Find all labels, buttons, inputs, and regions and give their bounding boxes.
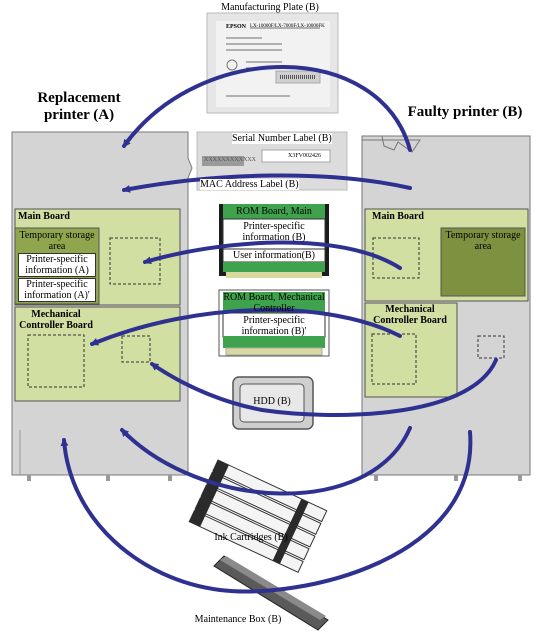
serial-code: X3FV002426 [288,153,322,159]
arrow-hdd [150,358,498,417]
arrow-ink [120,426,412,496]
replacement-mech-board-label: Mechanical Controller Board [19,309,93,331]
ink-cartridges [188,459,328,574]
arrow-rom-mech [90,307,402,346]
faulty-main-dashed-chip [372,237,420,279]
replacement-main-board-label: Main Board [18,211,70,222]
plate-brand: EPSON [226,24,247,30]
replacement-info-a: Printer-specific information (A) [18,253,96,277]
arrow-maintenance [60,430,473,594]
replacement-info-a-prime: Printer-specific information (A)' [18,278,96,302]
rom-mech-info: Printer-specific information (B)' [241,315,307,337]
faulty-mech-board-label: Mechanical Controller Board [373,304,447,326]
ink-cartridges-label: Ink Cartridges (B) [214,532,288,543]
rom-main-info: Printer-specific information (B) [242,221,306,243]
rom-board-mechanical [218,289,330,357]
replacement-temp-storage-label: Temporary storage area [19,230,95,252]
arrow-plate [122,65,412,152]
serial-number-label: Serial Number Label (B) [232,133,332,144]
mac-code: XXXXXXXXXXXX [204,157,256,163]
faulty-temp-storage-label: Temporary storage area [445,230,521,252]
rom-main-user-info: User information(B) [233,250,315,261]
manufacturing-plate-photo [206,12,339,114]
replacement-printer-title: Replacement printer (A) [37,90,121,123]
rom-main-title: ROM Board, Main [236,206,312,217]
replacement-mech-dashed-chip [27,334,85,388]
hdd-label: HDD (B) [253,396,291,407]
plate-model: LX-10000F/LX-7000F/LX-10000FK [250,24,325,29]
manufacturing-plate-label: Manufacturing Plate (B) [221,2,319,13]
arrow-label [122,173,412,193]
maintenance-box [213,555,329,631]
faulty-main-board-label: Main Board [372,211,424,222]
faulty-temp-storage [440,227,526,297]
faulty-mech-board [364,302,458,398]
rom-mech-title: ROM Board, Mechanical Controller [223,292,325,314]
replacement-hdd-slot [121,335,151,363]
maintenance-box-label: Maintenance Box (B) [194,614,282,625]
replacement-main-dashed-chip [109,237,161,285]
faulty-hdd-slot [477,335,505,359]
faulty-printer-title: Faulty printer (B) [407,104,523,120]
arrow-rom-main [143,240,402,270]
mac-address-label: MAC Address Label (B) [200,179,299,190]
